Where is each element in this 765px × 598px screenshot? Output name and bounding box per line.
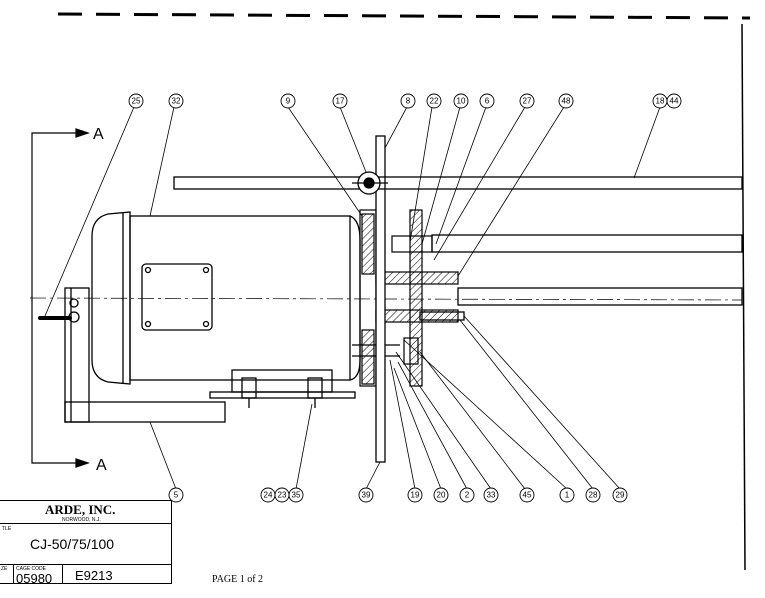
motor [91, 211, 361, 385]
callout-balloon [666, 93, 682, 109]
title-block-company-cell: ARDE, INC. NORWOOD, N.J. [0, 500, 172, 524]
left-bracket [38, 287, 226, 423]
callout-45: 45 [523, 491, 532, 500]
callout-balloon [407, 487, 423, 503]
callout-44: 44 [670, 97, 679, 106]
callout-10: 10 [457, 97, 466, 106]
motor-base [209, 369, 356, 408]
callout-labels: 25 32 9 17 8 22 10 6 27 48 18 44 5 24 23… [132, 97, 679, 500]
size-label: ZE [1, 566, 8, 572]
company-name: ARDE, INC. [45, 502, 116, 517]
callout-5: 5 [174, 491, 179, 500]
clamp-knob [352, 171, 388, 195]
callout-balloon [519, 487, 535, 503]
callout-balloon [128, 93, 144, 109]
cage-code: 05980 [16, 571, 53, 586]
callout-1: 1 [565, 491, 570, 500]
callout-33: 33 [487, 491, 496, 500]
shafts [173, 176, 743, 321]
callout-20: 20 [437, 491, 446, 500]
title-block-dwg-cell: E9213 [62, 564, 172, 584]
drawing-title: CJ-50/75/100 [30, 536, 115, 552]
callout-9: 9 [286, 97, 291, 106]
callout-balloon [358, 487, 374, 503]
callout-25: 25 [132, 97, 141, 106]
title-block-title-cell: TLE CJ-50/75/100 [0, 523, 172, 565]
callout-balloon [400, 93, 416, 109]
page-number: PAGE 1 of 2 [212, 574, 264, 585]
callout-balloon [433, 487, 449, 503]
callout-24: 24 [264, 491, 273, 500]
callout-balloon [426, 93, 442, 109]
callout-balloon [585, 487, 601, 503]
callout-balloon [519, 93, 535, 109]
callout-balloon [612, 487, 628, 503]
callout-balloon [332, 93, 348, 109]
callouts [128, 93, 682, 503]
callout-48: 48 [562, 97, 571, 106]
top-dashed-border [57, 12, 751, 20]
callout-balloon [558, 93, 574, 109]
callout-2: 2 [465, 491, 470, 500]
callout-17: 17 [336, 97, 345, 106]
title-block-size-cell: ZE [0, 564, 14, 584]
callout-balloon [459, 487, 475, 503]
callout-39: 39 [362, 491, 371, 500]
section-a-markers [31, 128, 90, 468]
callout-28: 28 [589, 491, 598, 500]
cage-code-label: CAGE CODE [16, 566, 47, 572]
callout-balloon [280, 93, 296, 109]
callout-6: 6 [485, 97, 490, 106]
leader-lines [44, 106, 661, 490]
title-label: TLE [2, 526, 12, 532]
callout-balloon [483, 487, 499, 503]
company-location: NORWOOD, N.J. [62, 517, 101, 523]
callout-balloon [168, 93, 184, 109]
callout-balloon [479, 93, 495, 109]
vertical-bar [375, 135, 386, 463]
callout-23: 23 [278, 491, 287, 500]
callout-27: 27 [523, 97, 532, 106]
callout-balloon [559, 487, 575, 503]
callout-balloon [453, 93, 469, 109]
callout-balloon [288, 487, 304, 503]
drawing-number: E9213 [75, 568, 113, 583]
callout-32: 32 [172, 97, 181, 106]
callout-35: 35 [292, 491, 301, 500]
callout-18: 18 [656, 97, 665, 106]
callout-22: 22 [430, 97, 439, 106]
callout-balloon [168, 487, 184, 503]
right-border [741, 23, 746, 571]
centerline [29, 297, 743, 301]
callout-19: 19 [411, 491, 420, 500]
callout-29: 29 [616, 491, 625, 500]
section-label-bottom: A [96, 457, 107, 474]
hub-assembly [352, 209, 459, 387]
title-block-cage-cell: CAGE CODE 05980 [13, 564, 63, 586]
section-label-top: A [93, 126, 104, 143]
callout-8: 8 [406, 97, 411, 106]
